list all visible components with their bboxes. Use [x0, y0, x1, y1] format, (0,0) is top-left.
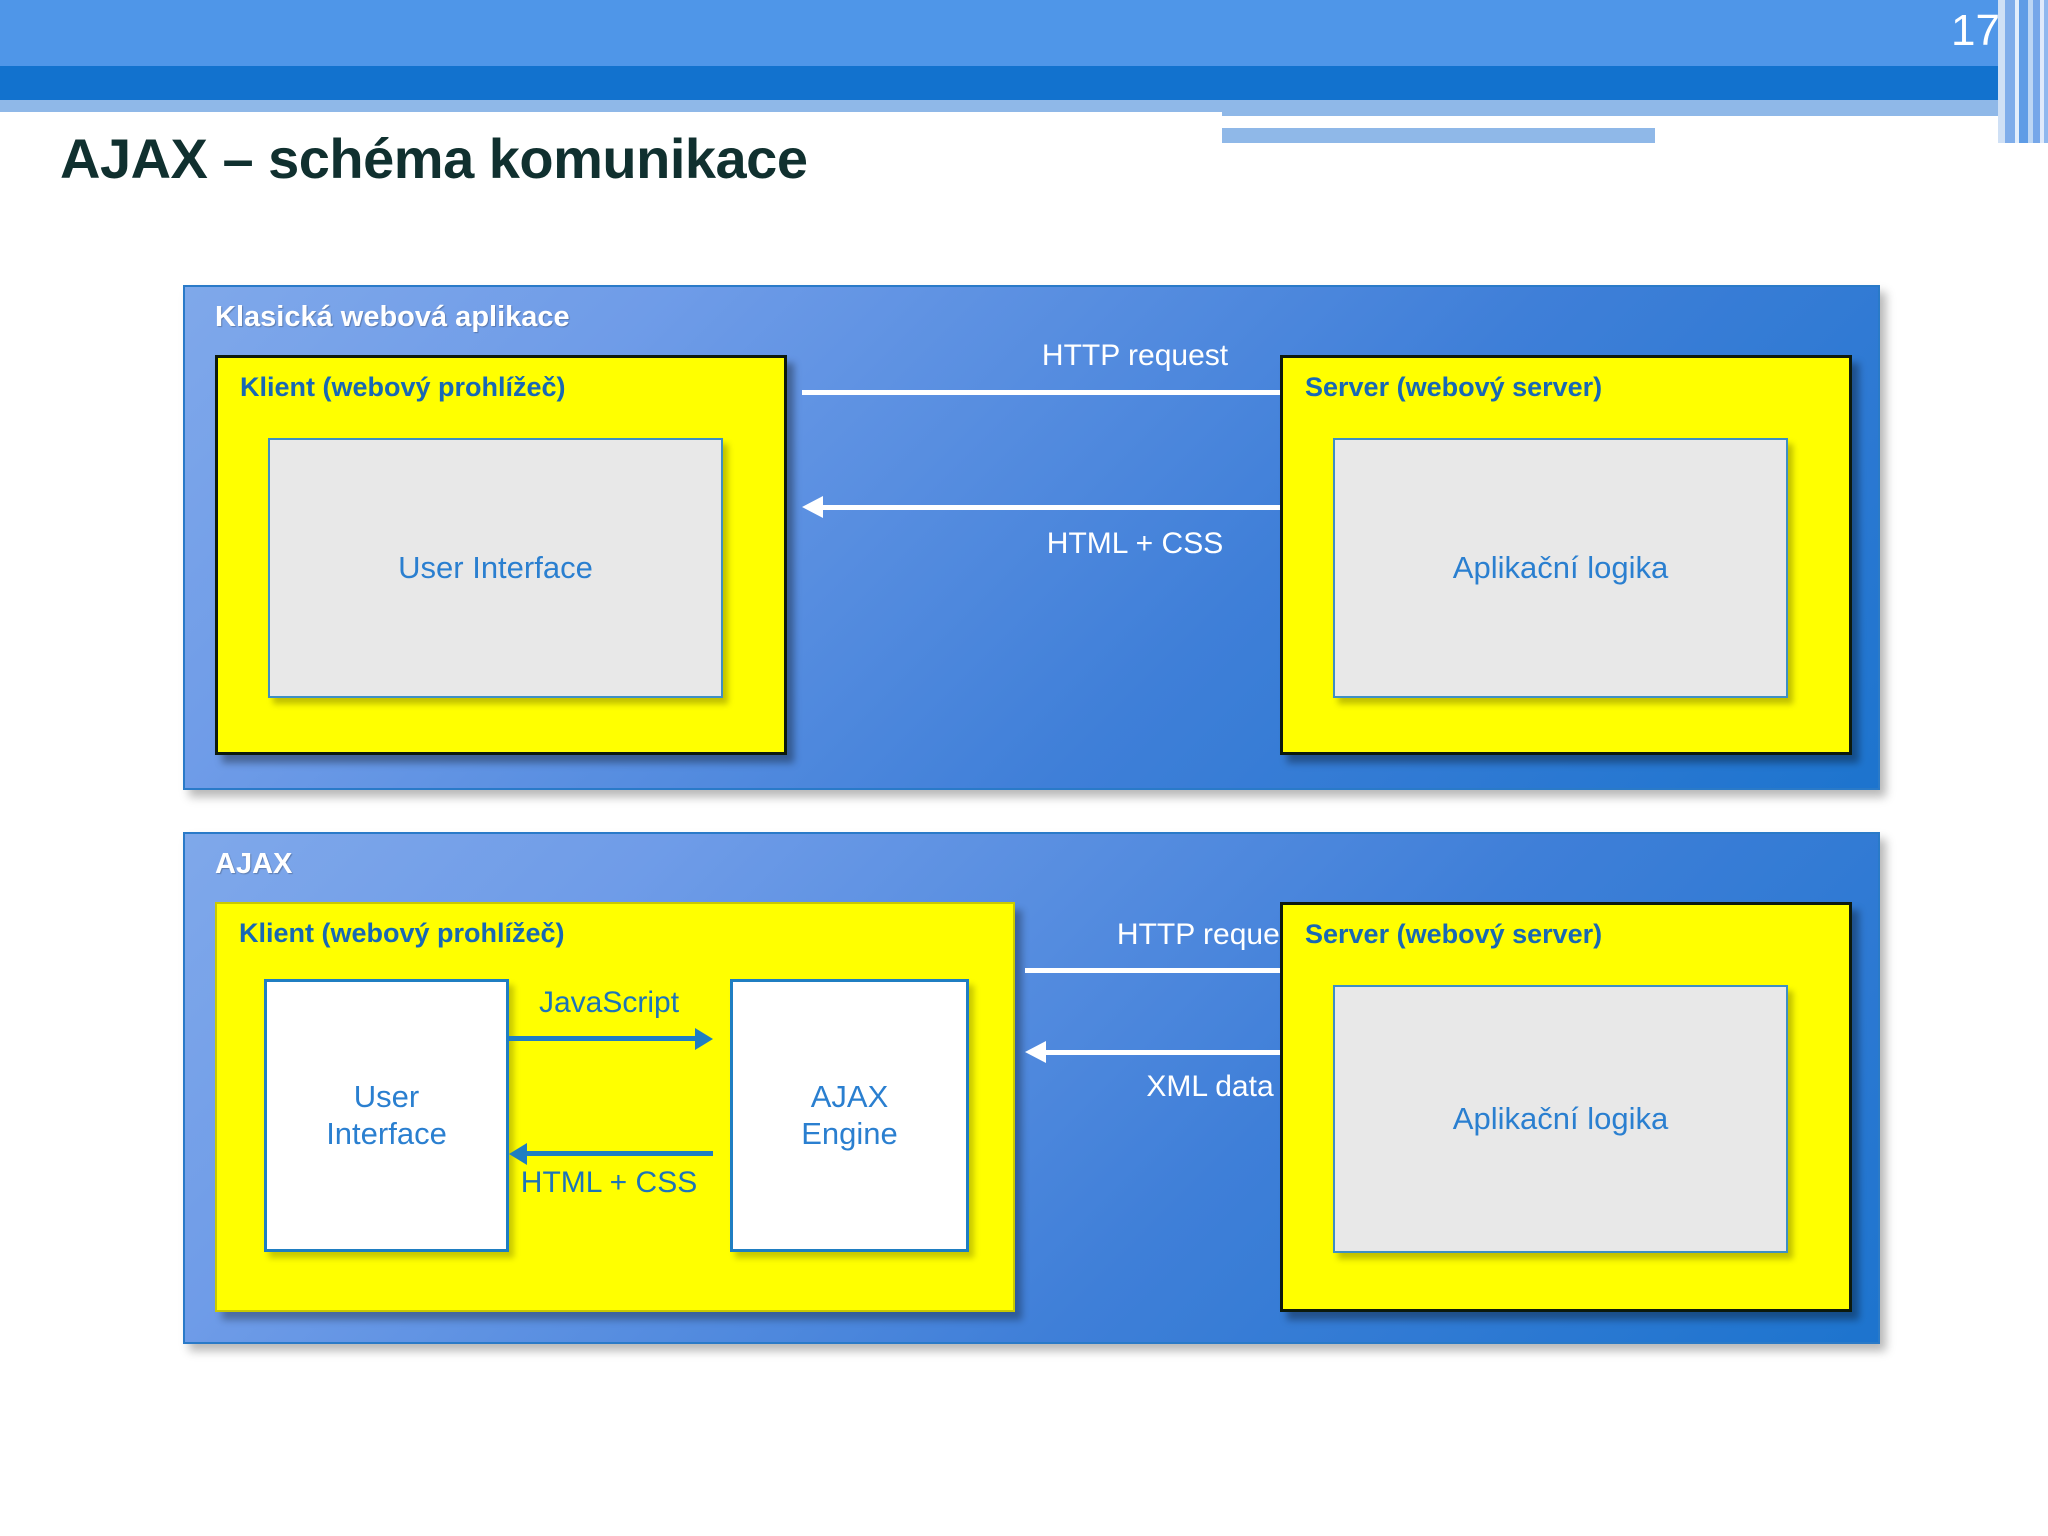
ajax-inner-arrow-head-right — [695, 1028, 713, 1050]
ajax-outer-arrow-line-right — [1025, 968, 1335, 973]
ajax-inner-arrow-head-left — [509, 1143, 527, 1165]
header-vstripe-4 — [2019, 0, 2028, 143]
classic-server-box: Server (webový server) Aplikační logika — [1280, 355, 1852, 755]
header-pale-underline-left — [0, 100, 1222, 112]
ajax-outer-arrow-head-left — [1025, 1041, 1046, 1063]
ajax-client-box: Klient (webový prohlížeč) User Interface… — [215, 902, 1015, 1312]
header-white-notch — [1655, 128, 2048, 143]
ajax-engine-label-line1: AJAX — [810, 1078, 889, 1114]
header-vstripe-5 — [2028, 0, 2033, 143]
ajax-server-box: Server (webový server) Aplikační logika — [1280, 902, 1852, 1312]
header-white-stripe — [1222, 116, 1942, 128]
header-vstripe-8 — [2044, 0, 2048, 143]
header-dark-blue-right — [1222, 66, 2048, 100]
ajax-inner-arrow-line-right — [509, 1036, 695, 1041]
ajax-outer-arrow-label-xml-data: XML data — [1146, 1070, 1274, 1103]
ajax-inner-arrow-label-html-css: HTML + CSS — [520, 1166, 698, 1199]
header-vstripe-2 — [2005, 0, 2015, 143]
classic-server-title: Server (webový server) — [1305, 372, 1603, 402]
classic-client-title: Klient (webový prohlížeč) — [240, 372, 566, 402]
ajax-server-title: Server (webový server) — [1305, 919, 1603, 949]
classic-client-box: Klient (webový prohlížeč) User Interface — [215, 355, 787, 755]
ajax-ui-label-line1: User — [353, 1078, 420, 1114]
ajax-inner-arrow-line-left — [527, 1151, 713, 1156]
ajax-engine-box: AJAX Engine — [730, 979, 969, 1252]
classic-client-inner-label: User Interface — [398, 549, 593, 585]
header-vstripe-6 — [2033, 0, 2040, 143]
classic-arrow-line-right — [802, 390, 1362, 395]
classic-server-inner-label: Aplikační logika — [1452, 549, 1669, 585]
classic-panel-title: Klasická webová aplikace — [215, 301, 570, 333]
ajax-panel-title: AJAX — [215, 848, 293, 880]
classic-client-inner-box: User Interface — [268, 438, 723, 698]
ajax-panel: AJAX Klient (webový prohlížeč) User Inte… — [183, 832, 1880, 1344]
classic-arrow-label-html-css: HTML + CSS — [1046, 527, 1224, 560]
page-number: 17 — [1951, 6, 2000, 55]
ajax-server-inner-label: Aplikační logika — [1452, 1100, 1669, 1136]
page-title: AJAX – schéma komunikace — [60, 127, 808, 190]
classic-server-inner-box: Aplikační logika — [1333, 438, 1788, 698]
ajax-inner-arrow-label-javascript: JavaScript — [538, 986, 680, 1019]
slide-header-band: 17 — [0, 0, 2048, 143]
header-light-blue-band — [0, 0, 2048, 66]
ajax-client-title: Klient (webový prohlížeč) — [239, 918, 565, 948]
ajax-server-inner-box: Aplikační logika — [1333, 985, 1788, 1253]
classic-arrow-head-left — [802, 496, 823, 518]
ajax-outer-arrow-line-left — [1045, 1050, 1355, 1055]
header-vstripe-3 — [2015, 0, 2019, 143]
ajax-ui-label-line2: Interface — [326, 1115, 447, 1151]
ajax-outer-arrow-label-http-request: HTTP request — [1116, 918, 1304, 951]
classic-web-app-panel: Klasická webová aplikace Klient (webový … — [183, 285, 1880, 790]
classic-arrow-line-left — [823, 505, 1383, 510]
ajax-engine-label-line2: Engine — [801, 1115, 898, 1151]
header-pale-stripe-a — [1222, 100, 2048, 116]
header-vstripe-1 — [1998, 0, 2005, 143]
ajax-user-interface-box: User Interface — [264, 979, 509, 1252]
classic-arrow-label-http-request: HTTP request — [1041, 339, 1229, 372]
header-vstripe-7 — [2040, 0, 2044, 143]
